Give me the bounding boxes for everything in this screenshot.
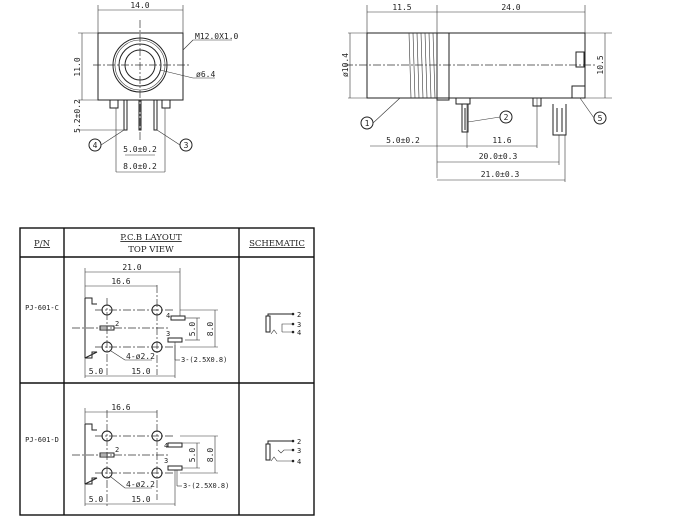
slot <box>167 442 183 448</box>
body-length-dimension: 24.0 <box>501 3 520 12</box>
dimension-outer: 8.0 <box>206 448 215 463</box>
schematic-pin-label: 4 <box>297 458 301 466</box>
slot-label: 2 <box>115 320 119 328</box>
slot-label: 3 <box>166 330 170 338</box>
callout-1: 1 <box>365 119 370 128</box>
table-row: PJ-601-C 2 4 3 21.0 16.6 <box>25 263 301 378</box>
slot-label: 2 <box>115 446 119 454</box>
slot <box>170 315 186 321</box>
slot-note: 3-(2.5X0.8) <box>183 482 229 490</box>
slot-label: 3 <box>164 457 168 465</box>
pin-pitch-outer: 8.0±0.2 <box>123 162 157 171</box>
slot <box>167 337 183 343</box>
diameter-dimension: ø10.4 <box>341 53 350 77</box>
hole-note: 4-ø2.2 <box>126 480 155 489</box>
pcb-layout-table: P/N P.C.B LAYOUT TOP VIEW SCHEMATIC PJ-6… <box>19 227 315 516</box>
dimension-edge: 5.0 <box>89 495 104 504</box>
dimension-holes: 16.6 <box>111 277 130 286</box>
slot-label: 4 <box>166 312 170 320</box>
dimension-holes: 16.6 <box>111 403 130 412</box>
dimension-overall: 21.0 <box>122 263 141 272</box>
pin-4 <box>123 99 128 131</box>
slot-note: 3-(2.5X0.8) <box>181 356 227 364</box>
width-dimension: 14.0 <box>130 1 149 10</box>
schematic: 2 3 4 <box>265 438 301 466</box>
dimension-inner: 5.0 <box>188 322 197 337</box>
height-dimension: 11.0 <box>73 57 82 76</box>
schematic-pin-label: 3 <box>297 447 301 455</box>
pcb-layout: 2 4 3 16.6 5.0 8.0 4-ø2.2 3-(2.5X0.8) 5.… <box>72 403 229 508</box>
dimension-outer: 8.0 <box>206 322 215 337</box>
pin-pitch-inner: 5.0±0.2 <box>123 145 157 154</box>
schematic-pin-label: 3 <box>297 321 301 329</box>
callout-2: 2 <box>504 113 509 122</box>
side-body-outline <box>366 32 586 99</box>
dimension-21-0: 21.0±0.3 <box>481 170 520 179</box>
dimension-11-6: 11.6 <box>492 136 511 145</box>
callout-3: 3 <box>184 141 189 150</box>
side-view: 11.5 24.0 ø10.4 10.5 5.0±0.2 11.6 20.0±0… <box>341 3 612 182</box>
dimension-5-0: 5.0±0.2 <box>386 136 420 145</box>
pin-length-dimension: 5.2±0.2 <box>73 99 82 133</box>
header-pn: P/N <box>34 239 51 249</box>
dimension-edge: 5.0 <box>89 367 104 376</box>
bore-label: ø6.4 <box>196 70 215 79</box>
header-top-view: TOP VIEW <box>128 245 174 255</box>
hole-note: 4-ø2.2 <box>126 352 155 361</box>
part-number: PJ-601-C <box>25 304 59 312</box>
collar <box>436 32 450 101</box>
table-row: PJ-601-D 2 4 3 16.6 <box>25 403 301 508</box>
dimension-span: 15.0 <box>131 495 150 504</box>
slot-label: 4 <box>164 442 168 450</box>
dimension-inner: 5.0 <box>188 448 197 463</box>
dimension-20-0: 20.0±0.3 <box>479 152 518 161</box>
header-pcb-layout: P.C.B LAYOUT <box>120 233 182 243</box>
height-dimension-side: 10.5 <box>596 55 605 74</box>
part-number: PJ-601-D <box>25 436 59 444</box>
schematic: 2 3 4 <box>265 311 301 337</box>
schematic-pin-label: 4 <box>297 329 301 337</box>
slot <box>99 325 115 331</box>
pcb-layout: 2 4 3 21.0 16.6 5.0 8.0 4-ø2.2 3-(2.5X0.… <box>72 263 227 378</box>
callout-5: 5 <box>598 114 603 123</box>
schematic-pin-label: 2 <box>297 438 301 446</box>
callout-4: 4 <box>93 141 98 150</box>
thread-length-dimension: 11.5 <box>392 3 411 12</box>
pin-center <box>138 99 142 131</box>
front-view: 14.0 11.0 5.2±0.2 M12.0X1.0 ø6.4 5.0±0.2… <box>73 1 239 173</box>
slot <box>167 465 183 471</box>
dimension-span: 15.0 <box>131 367 150 376</box>
schematic-pin-label: 2 <box>297 311 301 319</box>
pin-3 <box>153 99 158 131</box>
slot <box>99 452 115 458</box>
thread-label: M12.0X1.0 <box>195 32 239 41</box>
header-schematic: SCHEMATIC <box>249 239 305 249</box>
